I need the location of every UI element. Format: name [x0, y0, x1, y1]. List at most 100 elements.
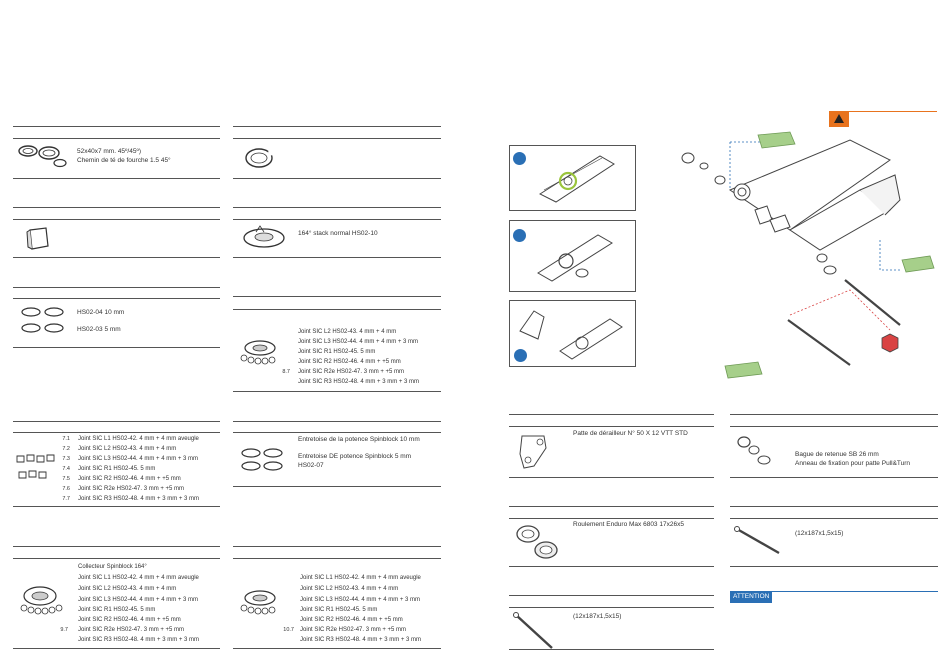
list-item: Joint SIC L3 HS02-44. 4 mm + 4 mm + 3 mm	[78, 456, 199, 462]
stack-spinblock-image	[243, 225, 285, 248]
divider	[13, 287, 220, 288]
spinblock-collector-image	[20, 586, 63, 615]
divider	[13, 207, 220, 208]
divider	[233, 178, 441, 179]
step-number-badge	[514, 349, 527, 362]
step-number-badge	[513, 152, 526, 165]
divider	[13, 219, 220, 220]
divider	[730, 518, 938, 519]
spacer-rings-image	[21, 307, 64, 333]
list-item: Joint SIC R2e HS02-47. 3 mm + +5 mm	[78, 627, 185, 633]
divider	[13, 138, 220, 139]
list-item: Joint SIC L3 HS02-44. 4 mm + 4 mm + 3 mm	[298, 339, 419, 345]
item-number: 7.2	[62, 446, 70, 452]
step-box-1	[509, 145, 636, 211]
joint-set-image	[240, 340, 276, 365]
headset-cups-image	[18, 145, 67, 168]
divider	[233, 432, 441, 433]
part-name: (12x187x1,5x15)	[795, 530, 844, 537]
list-item: Joint SIC R3 HS02-48. 4 mm + 3 mm + 3 mm	[298, 379, 420, 385]
part-name: (12x187x1,5x15)	[573, 613, 622, 620]
part-spec-line: HS02-07	[298, 462, 324, 469]
part-spec-line: HS02-04 10 mm	[77, 309, 125, 316]
warning-line	[829, 111, 937, 112]
divider	[13, 648, 220, 649]
divider	[233, 309, 441, 310]
divider	[509, 595, 714, 596]
divider	[13, 558, 220, 559]
divider	[13, 298, 220, 299]
split-ring-image	[245, 148, 274, 168]
divider	[13, 506, 220, 507]
divider	[509, 518, 714, 519]
step-box-3	[509, 300, 636, 367]
list-item: Joint SIC R1 HS02-45. 5 mm	[78, 607, 156, 613]
list-item: Joint SIC R2 HS02-46. 4 mm + +5 mm	[300, 617, 403, 623]
divider	[509, 649, 714, 650]
part-name: Bague de retenue SB 26 mm	[795, 451, 879, 458]
divider	[13, 347, 220, 348]
axle-image	[734, 526, 780, 555]
frame-dropout-image	[519, 310, 623, 360]
step-number-badge	[513, 229, 526, 242]
divider	[233, 207, 441, 208]
list-item: Joint SIC R2 HS02-46. 4 mm + +5 mm	[78, 476, 181, 482]
divider	[509, 477, 714, 478]
joint-set-image-2	[240, 590, 276, 615]
divider	[509, 506, 714, 507]
divider	[13, 178, 220, 179]
list-item: Joint SIC L1 HS02-42. 4 mm + 4 mm aveugl…	[300, 575, 421, 581]
part-spec-line: Chemin de té de fourche 1.5 45°	[77, 157, 171, 164]
divider	[233, 421, 441, 422]
item-number: 8.7	[282, 369, 290, 375]
list-item: Joint SIC R1 HS02-45. 5 mm	[78, 466, 156, 472]
part-name: Roulement Enduro Max 6803 17x26x5	[573, 521, 684, 528]
retaining-ring-image	[737, 436, 771, 465]
divider	[509, 607, 714, 608]
divider	[730, 566, 938, 567]
item-number: 10.7	[283, 627, 294, 633]
list-item: Joint SIC R2e HS02-47. 3 mm + +5 mm	[300, 627, 407, 633]
list-item: Joint SIC R2e HS02-47. 3 mm + +5 mm	[78, 486, 185, 492]
item-number: 7.4	[62, 466, 70, 472]
potence-spacers-image	[241, 448, 283, 471]
bearing-image	[516, 525, 558, 559]
step-box-2	[509, 220, 636, 292]
divider	[509, 566, 714, 567]
divider	[509, 414, 714, 415]
warning-icon	[834, 114, 844, 123]
exploded-frame-diagram	[681, 131, 935, 379]
list-item: Joint SIC L2 HS02-43. 4 mm + 4 mm	[298, 329, 397, 335]
divider	[233, 546, 441, 547]
list-item: Joint SIC L1 HS02-42. 4 mm + 4 mm aveugl…	[78, 575, 199, 581]
list-item: Collecteur Spinblock 164°	[78, 564, 147, 570]
list-item: Joint SIC L3 HS02-44. 4 mm + 4 mm + 3 mm	[78, 597, 199, 603]
item-number: 7.7	[62, 496, 70, 502]
divider	[13, 432, 220, 433]
spacer-block-image	[26, 227, 49, 250]
part-name: Patte de dérailleur N° 50 X 12 VTT STD	[573, 430, 688, 437]
divider	[233, 126, 441, 127]
item-number: 7.5	[62, 476, 70, 482]
list-item: Joint SIC L3 HS02-44. 4 mm + 4 mm + 3 mm	[300, 597, 421, 603]
list-item: Joint SIC R3 HS02-48. 4 mm + 3 mm + 3 mm	[78, 496, 200, 502]
item-number: 7.3	[62, 456, 70, 462]
item-number: 7.1	[62, 436, 70, 442]
list-item: Joint SIC L2 HS02-43. 4 mm + 4 mm	[300, 586, 399, 592]
axle-image	[513, 612, 553, 649]
divider	[233, 391, 441, 392]
divider	[13, 126, 220, 127]
list-item: Joint SIC R2 HS02-46. 4 mm + +5 mm	[78, 617, 181, 623]
divider	[233, 296, 441, 297]
divider	[13, 421, 220, 422]
part-spec-line: Entretoise de la potence Spinblock 10 mm	[298, 436, 420, 443]
list-item: Joint SIC L1 HS02-42. 4 mm + 4 mm aveugl…	[78, 436, 199, 442]
frame-bearing-image	[537, 234, 613, 282]
part-name: Anneau de fixation pour patte Pull&Turn	[795, 460, 911, 467]
seal-clips-image	[16, 454, 55, 479]
part-spec-line: HS02-03 5 mm	[77, 326, 121, 333]
item-number: 9.7	[60, 627, 68, 633]
divider	[730, 414, 938, 415]
list-item: Joint SIC R1 HS02-45. 5 mm	[300, 607, 378, 613]
attention-line	[730, 591, 938, 592]
